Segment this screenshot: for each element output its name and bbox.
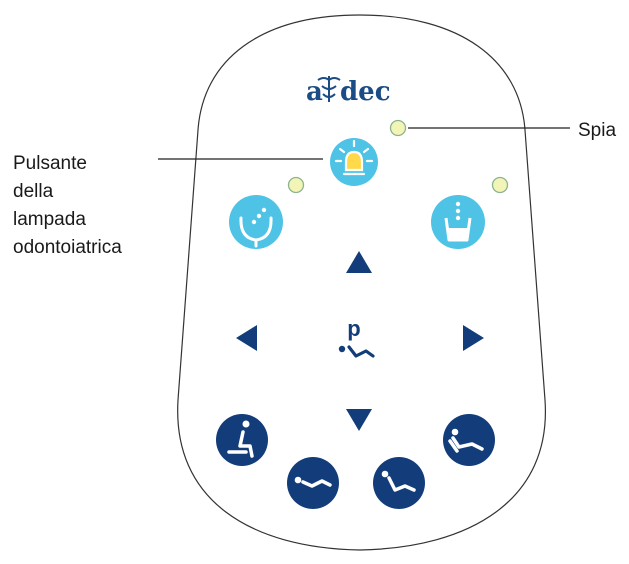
dental-lamp-button[interactable] xyxy=(330,138,378,186)
logo-letter-a: a xyxy=(306,77,323,107)
indicator-led-cuspidor xyxy=(287,176,305,194)
indicator-callout-label: Spia xyxy=(578,120,617,141)
touchpad-outline xyxy=(177,14,546,551)
arrow-down-icon[interactable] xyxy=(346,409,372,431)
reclined-patient-icon xyxy=(338,345,375,358)
chair-recline-icon xyxy=(381,470,416,492)
logo-letters-dec: dec xyxy=(340,77,391,107)
indicator-led-cup-fill xyxy=(491,176,509,194)
chair-flat-icon xyxy=(294,476,332,488)
lamp-label-line-4: odontoiatrica xyxy=(13,237,122,258)
arrow-right-icon[interactable] xyxy=(463,325,484,351)
cup-fill-button[interactable] xyxy=(431,195,485,249)
lamp-button-callout-label: Pulsante della lampada odontoiatrica xyxy=(13,150,122,262)
arrow-left-icon[interactable] xyxy=(236,325,257,351)
chair-return-button[interactable] xyxy=(443,414,495,466)
arrow-up-icon[interactable] xyxy=(346,251,372,273)
cup-fill-icon xyxy=(444,201,472,242)
lamp-label-line-1: Pulsante xyxy=(13,153,87,174)
program-label: p xyxy=(347,316,360,341)
water-drops xyxy=(251,207,267,225)
lamp-label-line-3: lampada xyxy=(13,209,86,230)
caduceus-icon xyxy=(317,76,341,102)
cuspidor-icon xyxy=(239,216,273,248)
cuspidor-button[interactable] xyxy=(229,195,283,249)
program-button[interactable]: p xyxy=(338,316,375,358)
chair-recline-button[interactable] xyxy=(373,457,425,509)
chair-return-icon xyxy=(448,428,484,453)
dental-lamp-icon xyxy=(334,139,374,176)
exit-position-icon xyxy=(227,420,254,458)
indicator-led-lamp xyxy=(389,119,407,137)
chair-flat-button[interactable] xyxy=(287,457,339,509)
adec-logo: a dec xyxy=(306,76,391,107)
lamp-label-line-2: della xyxy=(13,181,54,202)
exit-position-button[interactable] xyxy=(216,414,268,466)
